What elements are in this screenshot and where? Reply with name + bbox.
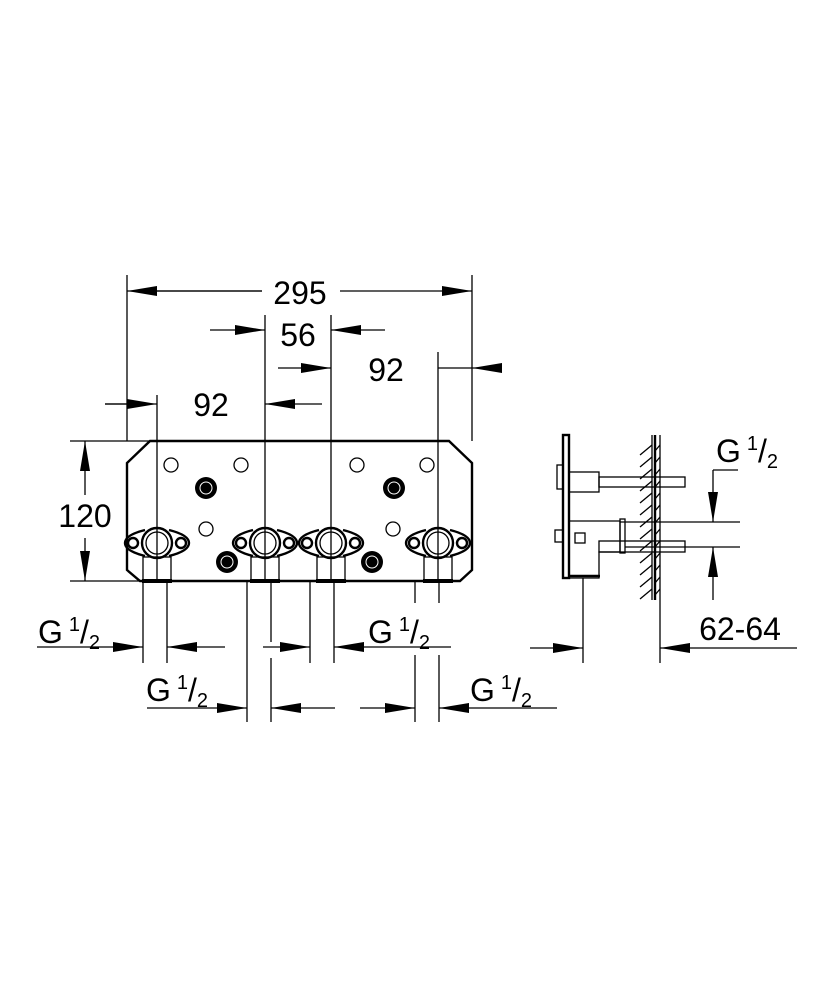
center-lines — [126, 275, 473, 580]
wall-hatching — [639, 435, 661, 600]
dimension-label: 295 — [273, 275, 326, 311]
dimension-label: 92 — [368, 352, 404, 388]
dimension-label: 92 — [193, 387, 229, 423]
dimension-center-spacing: 56 — [210, 317, 385, 353]
dimension-overall-width: 295 — [127, 275, 472, 311]
dimension-height: 120 — [58, 440, 150, 582]
mounting-plate — [123, 439, 474, 583]
dimension-label: 56 — [280, 317, 316, 353]
mounting-holes — [163, 457, 435, 537]
dimension-left-spacing: 92 — [105, 387, 322, 423]
nuts — [195, 477, 405, 573]
pipe-fittings — [123, 526, 472, 583]
dimension-label: 120 — [58, 498, 111, 534]
dimension-right-spacing: 92 — [278, 352, 502, 388]
wall-depth-label: 62-64 — [699, 611, 781, 647]
